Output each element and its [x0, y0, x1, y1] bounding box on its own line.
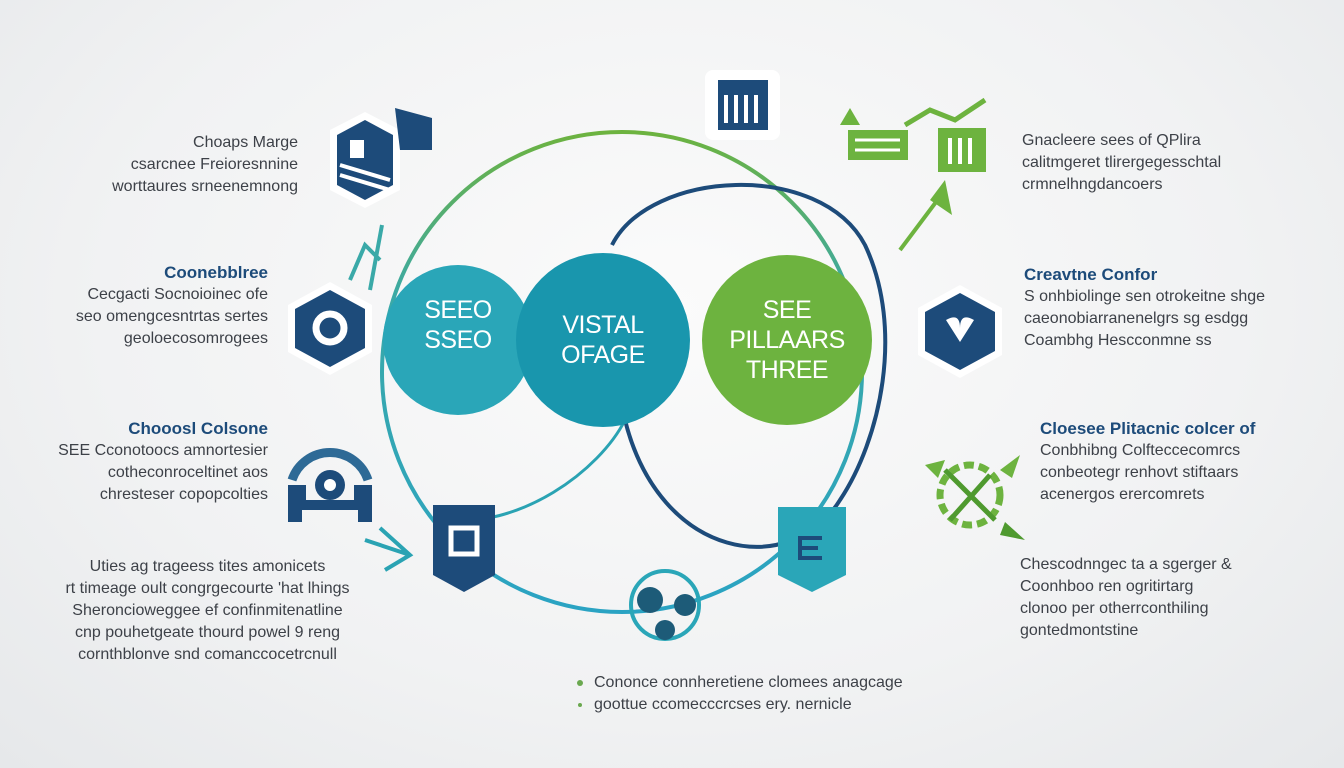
circle-text: OFAGE — [561, 341, 645, 369]
right-block-2: Creavtne Confor S onhbiolinge sen otroke… — [1024, 264, 1265, 352]
bottom-bullets: Cononce connheretiene clomees anagcage g… — [594, 672, 903, 716]
block-line: SEE Cconotoocs amnortesier — [58, 442, 268, 459]
block-line: cnp pouhetgeate thourd powel 9 reng — [74, 624, 341, 641]
target-hexagon-icon — [288, 282, 372, 375]
block-line: Cecgacti Socnoioinec ofe — [87, 286, 268, 303]
circle-pillars — [702, 255, 872, 425]
block-line: gontedmontstine — [1020, 622, 1139, 639]
block-line: seo omengcesntrtas sertes — [75, 308, 268, 325]
block-line: Coonhboo ren ogritirtarg — [1020, 578, 1194, 595]
circle-text: PILLAARS — [729, 326, 845, 354]
block-line: Sheroncioweggee ef confinmitenatline — [72, 602, 343, 619]
circle-seeo — [383, 265, 533, 415]
block-line: Chescodnngec ta a sgerger & — [1020, 556, 1232, 573]
block-line: conbeotegr renhovt stiftaars — [1040, 464, 1239, 481]
block-line: Conbhibng Colfteccecomrcs — [1040, 442, 1241, 459]
circle-label-vistal: VISTAL OFAGE — [533, 310, 673, 370]
list-shield-icon — [778, 507, 846, 592]
circle-text: THREE — [745, 356, 829, 384]
block-title: Creavtne Confor — [1024, 265, 1158, 284]
block-line: Coambhg Hescconmne ss — [1024, 332, 1212, 349]
right-block-3: Cloesee Plitacnic colcer of Conbhibng Co… — [1040, 418, 1255, 506]
circle-text: SEEO — [424, 296, 492, 324]
badge-icon — [330, 108, 432, 208]
bullet-item: goottue ccomecccrcses ery. nernicle — [594, 696, 852, 713]
block-line: clonoo per otherrconthiling — [1020, 600, 1209, 617]
left-block-4: Uties ag trageess tites amonicets rt tim… — [40, 556, 375, 666]
navy-ring — [610, 182, 888, 549]
left-block-2: Coonebblree Cecgacti Socnoioinec ofe seo… — [76, 262, 268, 350]
block-line: calitmgeret tlirergegesschtal — [1022, 154, 1222, 171]
block-line: chresteser copopcolties — [99, 486, 268, 503]
bullet-item: Cononce connheretiene clomees anagcage — [594, 674, 903, 691]
block-title: Choaps Marge — [193, 134, 298, 151]
circle-vistal — [516, 253, 690, 427]
block-line: acenergos erercomrets — [1040, 486, 1205, 503]
block-line: Gnacleere sees of QPlira — [1022, 132, 1201, 149]
support-headset-icon — [287, 447, 373, 522]
block-title: Coonebblree — [164, 263, 268, 282]
block-line: csarcnee Freioresnnine — [130, 156, 298, 173]
heart-hexagon-icon — [918, 285, 1002, 378]
arrow-bottomleft — [364, 526, 414, 572]
block-line: rt timeage oult congrgecourte 'hat lhing… — [65, 580, 350, 597]
circle-label-pillars: SEE PILLAARS THREE — [707, 295, 867, 385]
block-line: S onhbiolinge sen otrokeitne shge — [1024, 288, 1266, 305]
block-line: Uties ag trageess tites amonicets — [89, 558, 326, 575]
left-block-1: Choaps Marge csarcnee Freioresnnine wort… — [112, 132, 298, 198]
circle-text: VISTAL — [562, 311, 644, 339]
bullet-dot — [578, 703, 582, 707]
document-shield-icon — [433, 505, 495, 592]
block-line: crmnelhngdancoers — [1022, 176, 1163, 193]
right-block-4: Chescodnngec ta a sgerger & Coonhboo ren… — [1020, 554, 1232, 642]
block-line: cornthblonve snd comanccocetrcnull — [78, 646, 337, 663]
cycle-gear-icon — [925, 455, 1025, 540]
left-block-3: Chooosl Colsone SEE Cconotoocs amnortesi… — [58, 418, 268, 506]
block-title: Chooosl Colsone — [128, 419, 268, 438]
block-line: caeonobiarranenelgrs sg esdgg — [1024, 310, 1249, 327]
block-line: worttaures srneenemnong — [112, 178, 298, 195]
circle-label-seeo: SEEO SSEO — [398, 295, 518, 355]
gears-icon — [629, 569, 701, 641]
circle-text: SEE — [762, 296, 812, 324]
block-line: cotheconroceltinet aos — [107, 464, 268, 481]
right-block-1: Gnacleere sees of QPlira calitmgeret tli… — [1022, 130, 1221, 196]
arrowhead-topright — [930, 180, 952, 215]
circle-text: SSEO — [424, 326, 492, 354]
arrow-topleft — [348, 224, 384, 291]
bullet-dot — [577, 680, 583, 686]
building-icon — [705, 70, 780, 140]
block-title: Cloesee Plitacnic colcer of — [1040, 419, 1256, 438]
growth-chart-icon — [840, 97, 987, 172]
block-line: geoloecosomrogees — [123, 330, 268, 347]
